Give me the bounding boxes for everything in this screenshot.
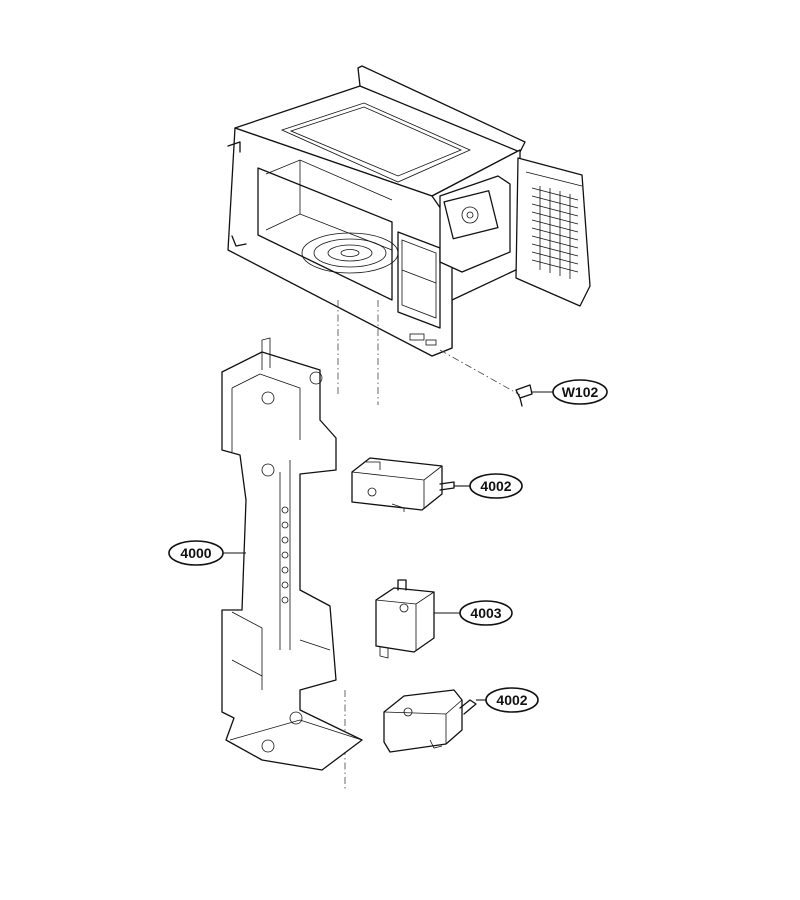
- callout-label-4002-bottom: 4002: [496, 692, 527, 708]
- vent-grille: [531, 186, 579, 279]
- latch-assembly-4000: [221, 337, 363, 771]
- micro-switch-4003: [375, 579, 435, 659]
- callout-4003: 4003: [434, 600, 513, 626]
- callout-4000: 4000: [168, 540, 246, 566]
- callout-w102: W102: [532, 379, 608, 405]
- screw-w102: [515, 384, 533, 407]
- callout-4002-bottom: 4002: [476, 687, 539, 713]
- latch-teeth: [281, 506, 289, 604]
- microwave-cavity: [227, 65, 591, 357]
- callout-label-4000: 4000: [180, 545, 211, 561]
- micro-switch-4002-top: [351, 457, 455, 512]
- micro-switch-4002-bottom: [383, 689, 477, 753]
- callout-label-4002-top: 4002: [480, 478, 511, 494]
- callout-4002-top: 4002: [454, 473, 523, 499]
- callout-label-4003: 4003: [470, 605, 501, 621]
- callout-label-w102: W102: [562, 384, 599, 400]
